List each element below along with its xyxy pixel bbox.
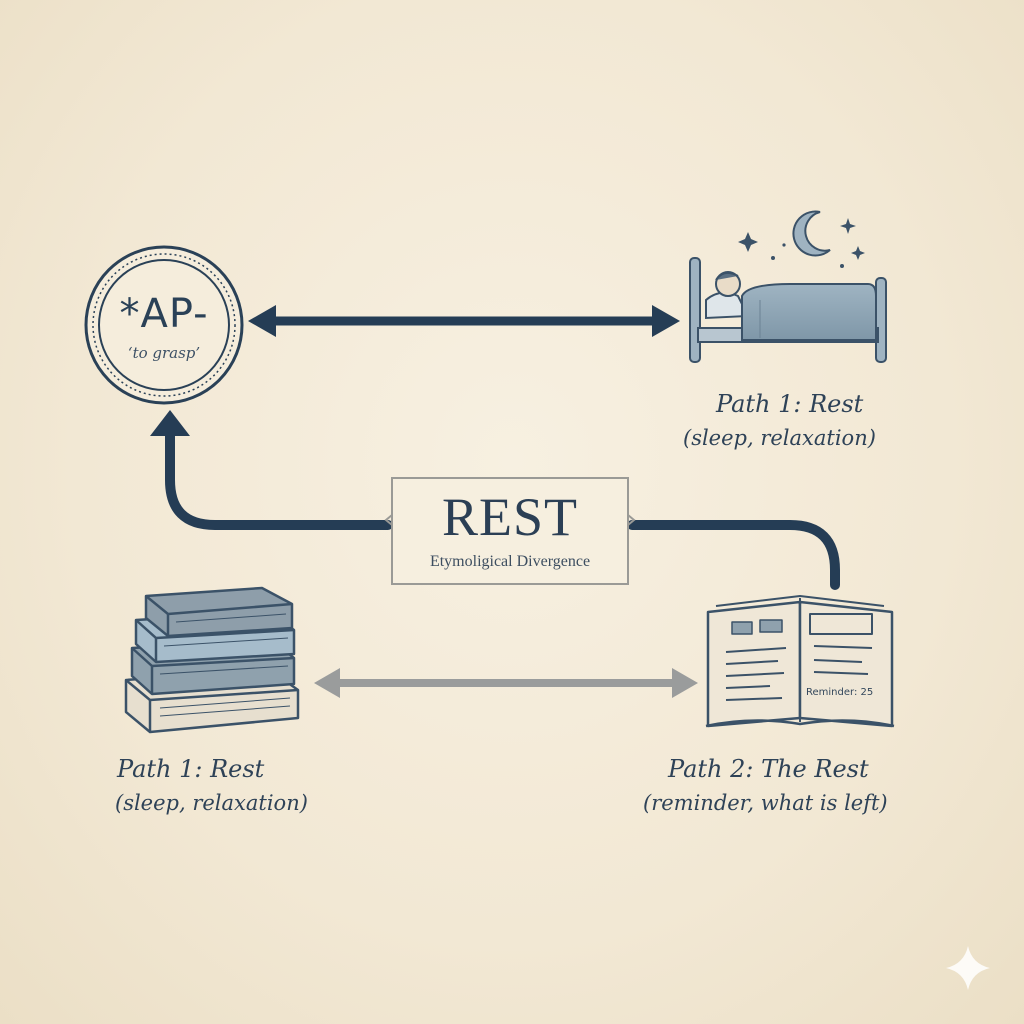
left-connector-arrow [150, 410, 393, 530]
open-book-icon [705, 595, 895, 728]
root-seal: *AP- ‘to grasp’ [86, 247, 242, 403]
open-book-note: Reminder: 25 [806, 687, 874, 698]
sparkle-icon [738, 218, 865, 268]
caption-bottom-left-subtitle: (sleep, relaxation) [115, 791, 308, 815]
caption-bottom-right-title: Path 2: The Rest [668, 755, 869, 783]
caption-bottom-left-title: Path 1: Rest [117, 755, 265, 783]
caption-top-right-title: Path 1: Rest [716, 390, 864, 418]
book-stack-icon [124, 586, 300, 734]
center-label-box [384, 477, 636, 585]
top-double-arrow [248, 305, 680, 337]
root-seal-icon [84, 245, 244, 405]
root-term: *AP- [119, 291, 209, 337]
sleeping-person-bed-icon [689, 257, 887, 363]
moon-icon [792, 210, 831, 257]
center-title: REST [441, 487, 579, 547]
center-subtitle: Etymoligical Divergence [429, 553, 591, 570]
corner-sparkle-icon [946, 946, 990, 990]
bottom-double-arrow [314, 668, 698, 698]
root-gloss: ‘to grasp’ [127, 344, 201, 362]
right-connector-line [627, 520, 840, 590]
caption-top-right-subtitle: (sleep, relaxation) [683, 426, 876, 450]
caption-bottom-right-subtitle: (reminder, what is left) [643, 791, 888, 815]
